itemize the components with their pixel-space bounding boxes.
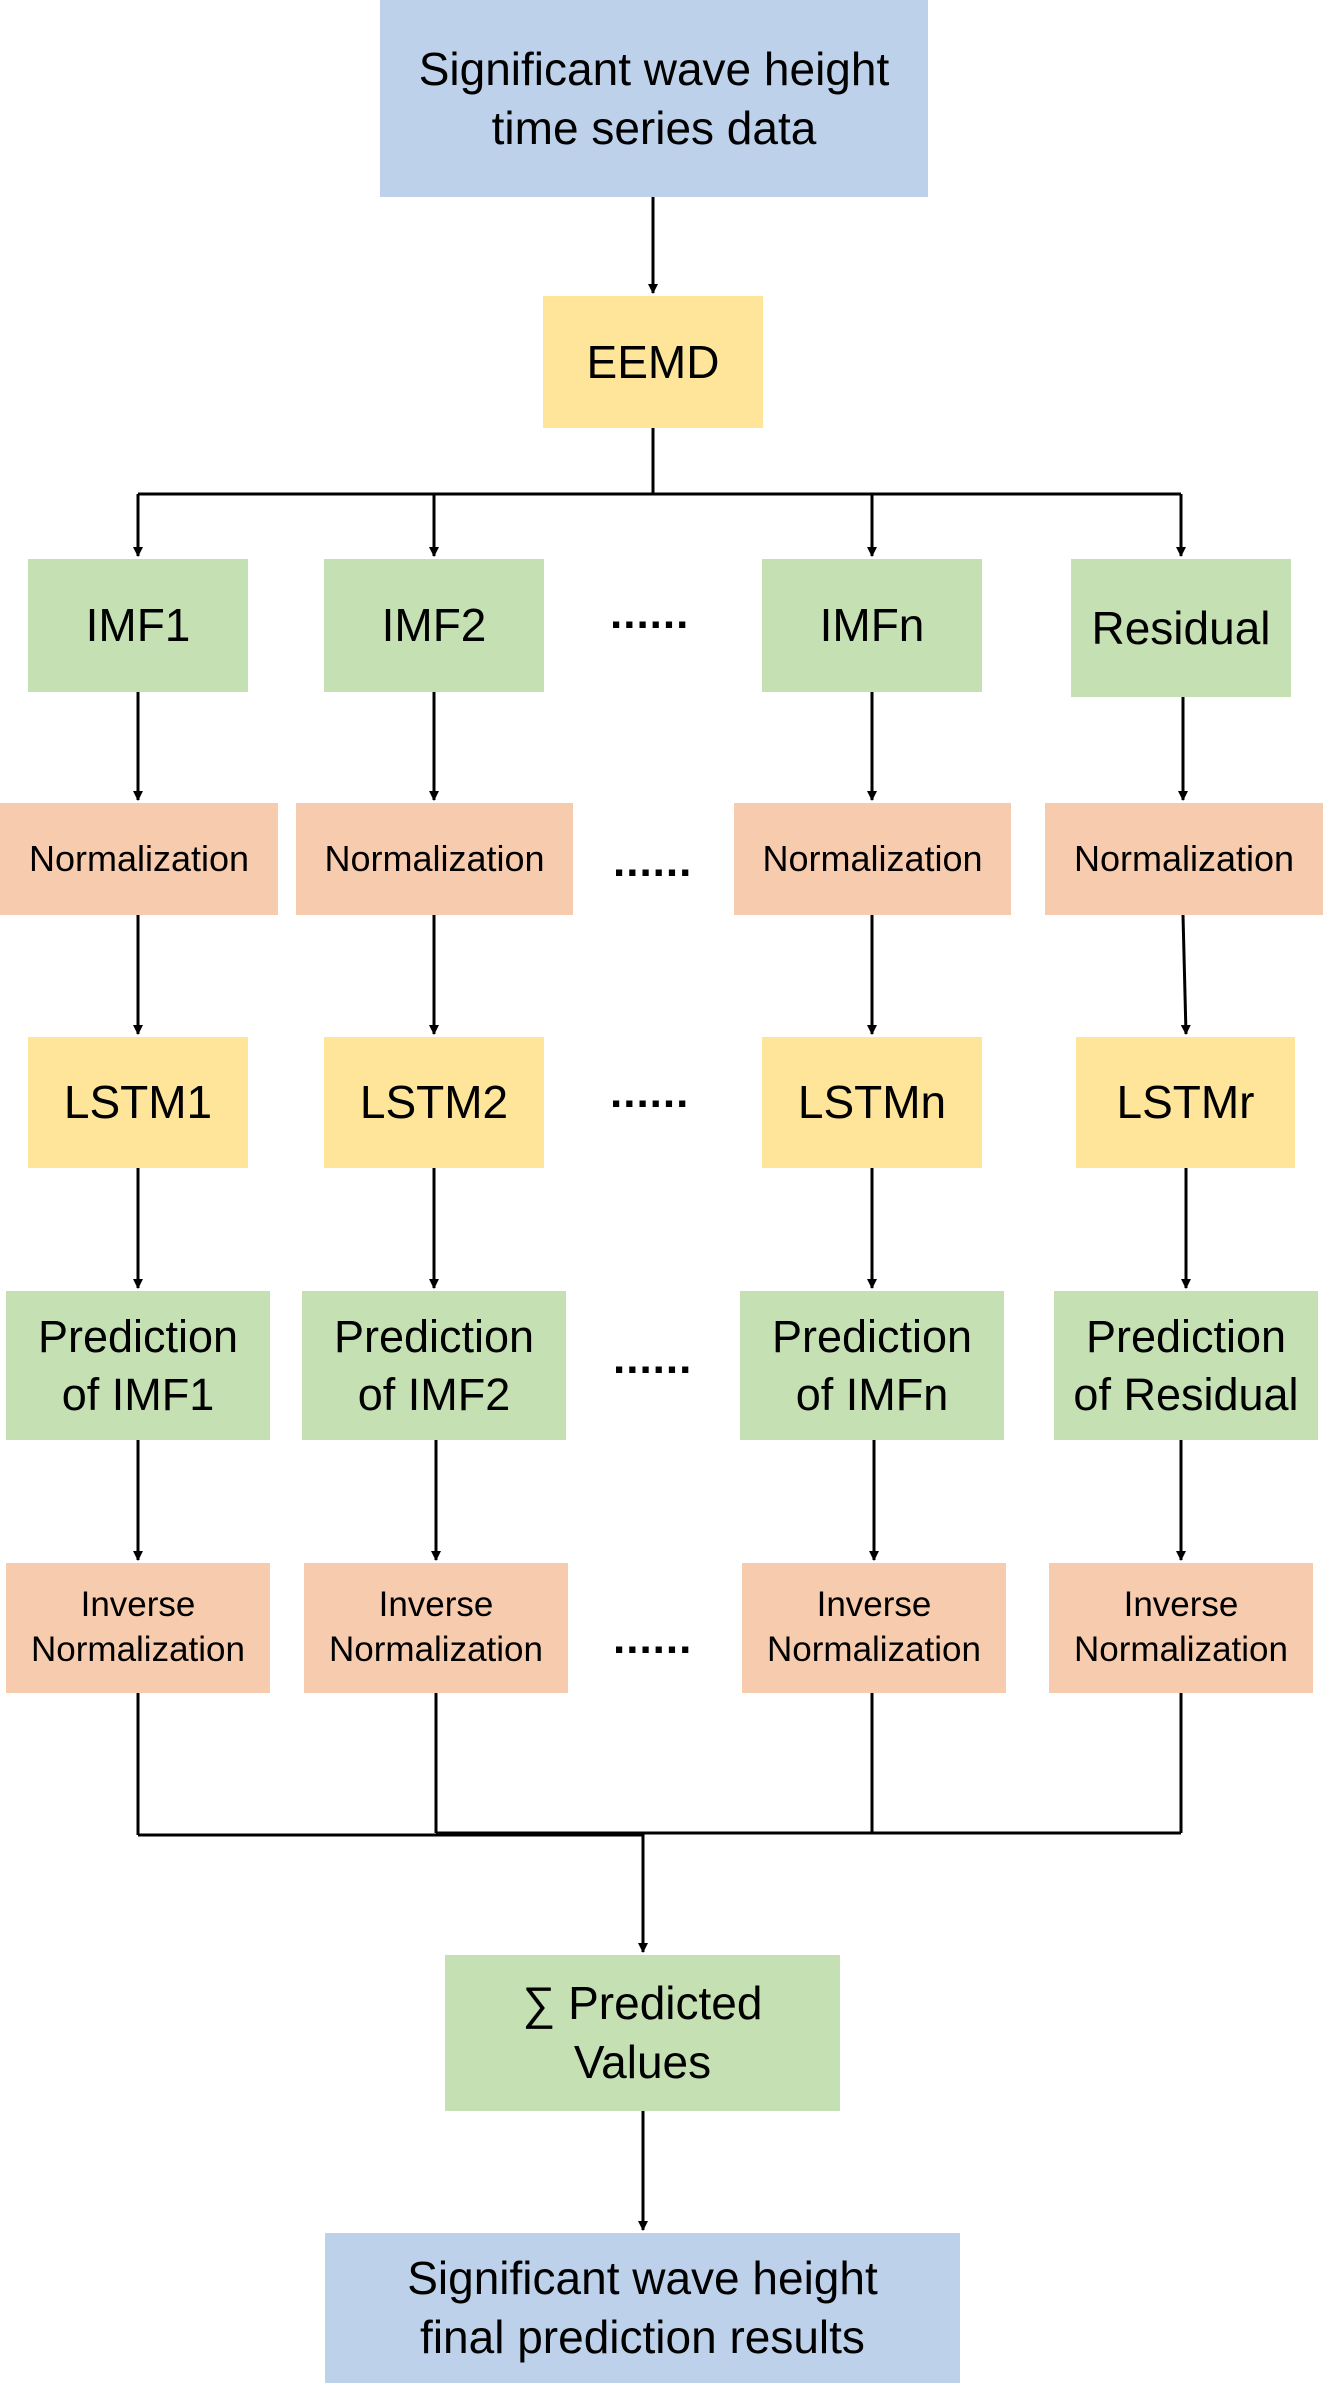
input-line1: Significant wave height xyxy=(418,42,890,95)
input-node: Significant wave height time series data xyxy=(380,0,928,197)
output-line2: final prediction results xyxy=(420,2311,865,2363)
prediction-node-1: Prediction of IMF1 xyxy=(6,1291,270,1440)
normalization-label-r: Normalization xyxy=(1073,837,1295,879)
normalization-node-2: Normalization xyxy=(296,803,573,915)
residual-label: Residual xyxy=(1091,601,1271,654)
prediction-r-line2: of Residual xyxy=(1073,1368,1299,1420)
ellipsis-inverse: ...... xyxy=(613,1614,693,1663)
imfn-node: IMFn xyxy=(762,559,982,692)
normalization-label-n: Normalization xyxy=(762,837,983,879)
prediction-1-line1: Prediction xyxy=(37,1310,239,1362)
lstmr-label: LSTMr xyxy=(1116,1076,1255,1129)
prediction-node-r: Prediction of Residual xyxy=(1054,1291,1318,1440)
sum-line1: ∑ Predicted xyxy=(522,1977,763,2030)
prediction-r-line1: Prediction xyxy=(1085,1310,1287,1362)
inverse-node-1: Inverse Normalization xyxy=(6,1563,270,1693)
prediction-2-line1: Prediction xyxy=(333,1310,535,1362)
inverse-r-line1: Inverse xyxy=(1123,1585,1239,1625)
prediction-2-line2: of IMF2 xyxy=(357,1368,511,1420)
ellipsis-prediction: ...... xyxy=(613,1334,693,1383)
normalization-node-n: Normalization xyxy=(734,803,1011,915)
prediction-n-line1: Prediction xyxy=(771,1310,973,1362)
arrow-normr-to-lstmr xyxy=(1180,914,1191,1035)
inverse-n-line1: Inverse xyxy=(816,1585,932,1625)
inverse-1-line2: Normalization xyxy=(31,1630,245,1669)
prediction-1-line2: of IMF1 xyxy=(61,1368,215,1420)
normalization-node-1: Normalization xyxy=(0,803,278,915)
prediction-node-n: Prediction of IMFn xyxy=(740,1291,1004,1440)
prediction-n-line2: of IMFn xyxy=(795,1368,949,1420)
normalization-label-2: Normalization xyxy=(324,837,545,879)
lstmn-node: LSTMn xyxy=(762,1037,982,1168)
imf1-node: IMF1 xyxy=(28,559,248,692)
inverse-node-r: Inverse Normalization xyxy=(1049,1563,1313,1693)
inverse-r-line2: Normalization xyxy=(1074,1630,1288,1669)
eemd-node: EEMD xyxy=(543,296,763,428)
output-node: Significant wave height final prediction… xyxy=(325,2233,960,2383)
imfn-label: IMFn xyxy=(819,599,925,652)
normalization-label-1: Normalization xyxy=(28,837,250,879)
residual-node: Residual xyxy=(1071,559,1291,697)
imf1-label: IMF1 xyxy=(85,599,191,652)
imf2-node: IMF2 xyxy=(324,559,544,692)
inverse-2-line1: Inverse xyxy=(378,1585,494,1625)
sum-line2: Values xyxy=(573,2036,712,2088)
lstm1-node: LSTM1 xyxy=(28,1037,248,1168)
inverse-node-n: Inverse Normalization xyxy=(742,1563,1006,1693)
eemd-label: EEMD xyxy=(586,335,720,388)
ellipsis-imf: ...... xyxy=(610,589,690,638)
lstm2-node: LSTM2 xyxy=(324,1037,544,1168)
lstm2-label: LSTM2 xyxy=(359,1076,509,1129)
lstmr-node: LSTMr xyxy=(1076,1037,1295,1168)
ellipsis-lstm: ...... xyxy=(610,1068,690,1117)
output-line1: Significant wave height xyxy=(407,2252,878,2305)
inverse-2-line2: Normalization xyxy=(329,1630,543,1669)
lstm1-label: LSTM1 xyxy=(63,1076,213,1129)
inverse-n-line2: Normalization xyxy=(767,1630,981,1669)
imf2-label: IMF2 xyxy=(381,599,487,652)
prediction-node-2: Prediction of IMF2 xyxy=(302,1291,566,1440)
ellipsis-normalization: ...... xyxy=(613,837,693,886)
input-line2: time series data xyxy=(491,101,817,154)
sum-node: ∑ Predicted Values xyxy=(445,1955,840,2111)
lstmn-label: LSTMn xyxy=(797,1076,947,1129)
inverse-node-2: Inverse Normalization xyxy=(304,1563,568,1693)
inverse-1-line1: Inverse xyxy=(80,1585,196,1625)
normalization-node-r: Normalization xyxy=(1045,803,1323,915)
